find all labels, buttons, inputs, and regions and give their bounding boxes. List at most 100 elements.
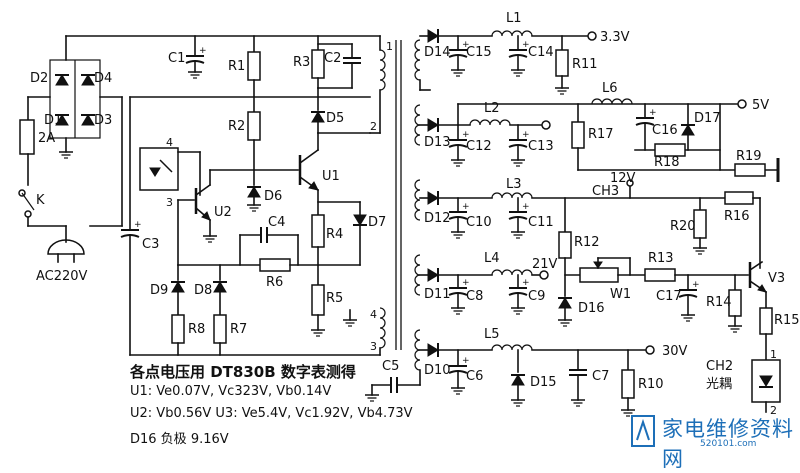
resistor-r17: [571, 121, 585, 149]
label-ch3: CH3: [592, 184, 619, 199]
label-r20: R20: [670, 219, 696, 234]
label-d4: D4: [94, 71, 112, 86]
label-ac220v: AC220V: [36, 269, 88, 284]
resistor-r11: [555, 49, 569, 77]
label-u2: U2: [214, 205, 232, 220]
resistor-r16: [724, 191, 754, 205]
output-12v: [419, 179, 761, 327]
label-30v: 30V: [662, 344, 688, 359]
label-c4: C4: [268, 215, 285, 230]
svg-text:2: 2: [770, 404, 777, 417]
diode-d2: [54, 74, 70, 86]
label-d9: D9: [150, 283, 168, 298]
label-c8: C8: [466, 289, 483, 304]
label-fuse: 2A: [38, 131, 55, 146]
transformer-core: [395, 39, 421, 371]
label-l5: L5: [484, 327, 500, 342]
diode-d3: [80, 114, 96, 126]
label-3v3: 3.3V: [600, 30, 630, 45]
label-u1: U1: [322, 169, 340, 184]
label-r6: R6: [266, 275, 283, 290]
label-r5: R5: [326, 291, 343, 306]
input-section: [18, 35, 381, 263]
label-d11: D11: [424, 287, 451, 302]
optocoupler-ch2: [751, 359, 781, 413]
svg-text:4: 4: [166, 136, 173, 149]
label-d6: D6: [264, 189, 282, 204]
label-r18: R18: [654, 155, 680, 170]
label-r19: R19: [736, 149, 762, 164]
label-c10: C10: [466, 215, 492, 230]
resistor-r10: [621, 369, 635, 399]
resistor-r4: [311, 214, 325, 248]
resistor-r8: [171, 314, 185, 344]
svg-text:4: 4: [370, 308, 377, 321]
diode-d6: [246, 186, 262, 198]
label-w1: W1: [610, 287, 631, 302]
svg-text:2: 2: [370, 120, 377, 133]
label-d2: D2: [30, 71, 48, 86]
label-d5: D5: [326, 111, 344, 126]
label-r16: R16: [724, 209, 750, 224]
label-c13: C13: [528, 139, 554, 154]
label-r12: R12: [574, 235, 600, 250]
label-v3: V3: [768, 271, 785, 286]
label-l3: L3: [506, 177, 522, 192]
label-c11: C11: [528, 215, 554, 230]
resistor-r3: [311, 49, 325, 79]
output-30v: [364, 342, 655, 417]
label-d12: D12: [424, 211, 451, 226]
label-c17: C17: [656, 289, 682, 304]
diode-d5: [310, 111, 326, 123]
label-c3: C3: [142, 237, 159, 252]
label-l1: L1: [506, 11, 522, 26]
label-r8: R8: [188, 322, 205, 337]
label-d7: D7: [368, 215, 386, 230]
label-c14: C14: [528, 45, 554, 60]
primary-section: [120, 35, 386, 356]
label-r1: R1: [228, 59, 245, 74]
fuse: [19, 119, 35, 155]
label-r4: R4: [326, 227, 343, 242]
label-c9: C9: [528, 289, 545, 304]
label-optocoupler: 光耦: [706, 377, 732, 392]
notes-d16: D16 负极 9.16V: [130, 432, 229, 447]
label-12v: 12V: [610, 171, 636, 186]
diode-d4: [80, 74, 96, 86]
label-c7: C7: [592, 369, 609, 384]
label-d16: D16: [578, 301, 605, 316]
label-d8: D8: [194, 283, 212, 298]
resistor-r20: [693, 209, 707, 239]
resistor-r13: [644, 268, 676, 282]
ac-plug-icon: [47, 239, 85, 255]
label-l6: L6: [602, 81, 618, 96]
resistor-r7: [213, 314, 227, 344]
label-r11: R11: [572, 57, 598, 72]
label-21v: 21V: [532, 257, 558, 272]
svg-text:3: 3: [166, 196, 173, 209]
resistor-r19: [734, 163, 766, 177]
label-d1: D1: [44, 113, 62, 128]
label-r10: R10: [638, 377, 664, 392]
label-c1: C1: [168, 51, 185, 66]
label-d13: D13: [424, 135, 451, 150]
diode-d7: [352, 214, 368, 226]
label-5v: 5V: [752, 98, 769, 113]
output-3v3: [419, 28, 597, 95]
diode-d9: [170, 281, 186, 293]
label-d3: D3: [94, 113, 112, 128]
resistor-r1: [247, 51, 261, 81]
diode-d15: [510, 374, 526, 386]
notes-u2-u3: U2: Vb0.56V U3: Ve5.4V, Vc1.92V, Vb4.73V: [130, 406, 413, 421]
output-21v: [419, 257, 773, 361]
resistor-r15: [759, 307, 773, 335]
label-r13: R13: [648, 251, 674, 266]
label-ch2: CH2: [706, 359, 733, 374]
label-r2: R2: [228, 119, 245, 134]
label-c2: C2: [324, 51, 341, 66]
label-r17: R17: [588, 127, 614, 142]
label-d15: D15: [530, 375, 557, 390]
notes-u1: U1: Ve0.07V, Vc323V, Vb0.14V: [130, 384, 332, 399]
label-l4: L4: [484, 251, 500, 266]
svg-text:1: 1: [386, 40, 393, 53]
